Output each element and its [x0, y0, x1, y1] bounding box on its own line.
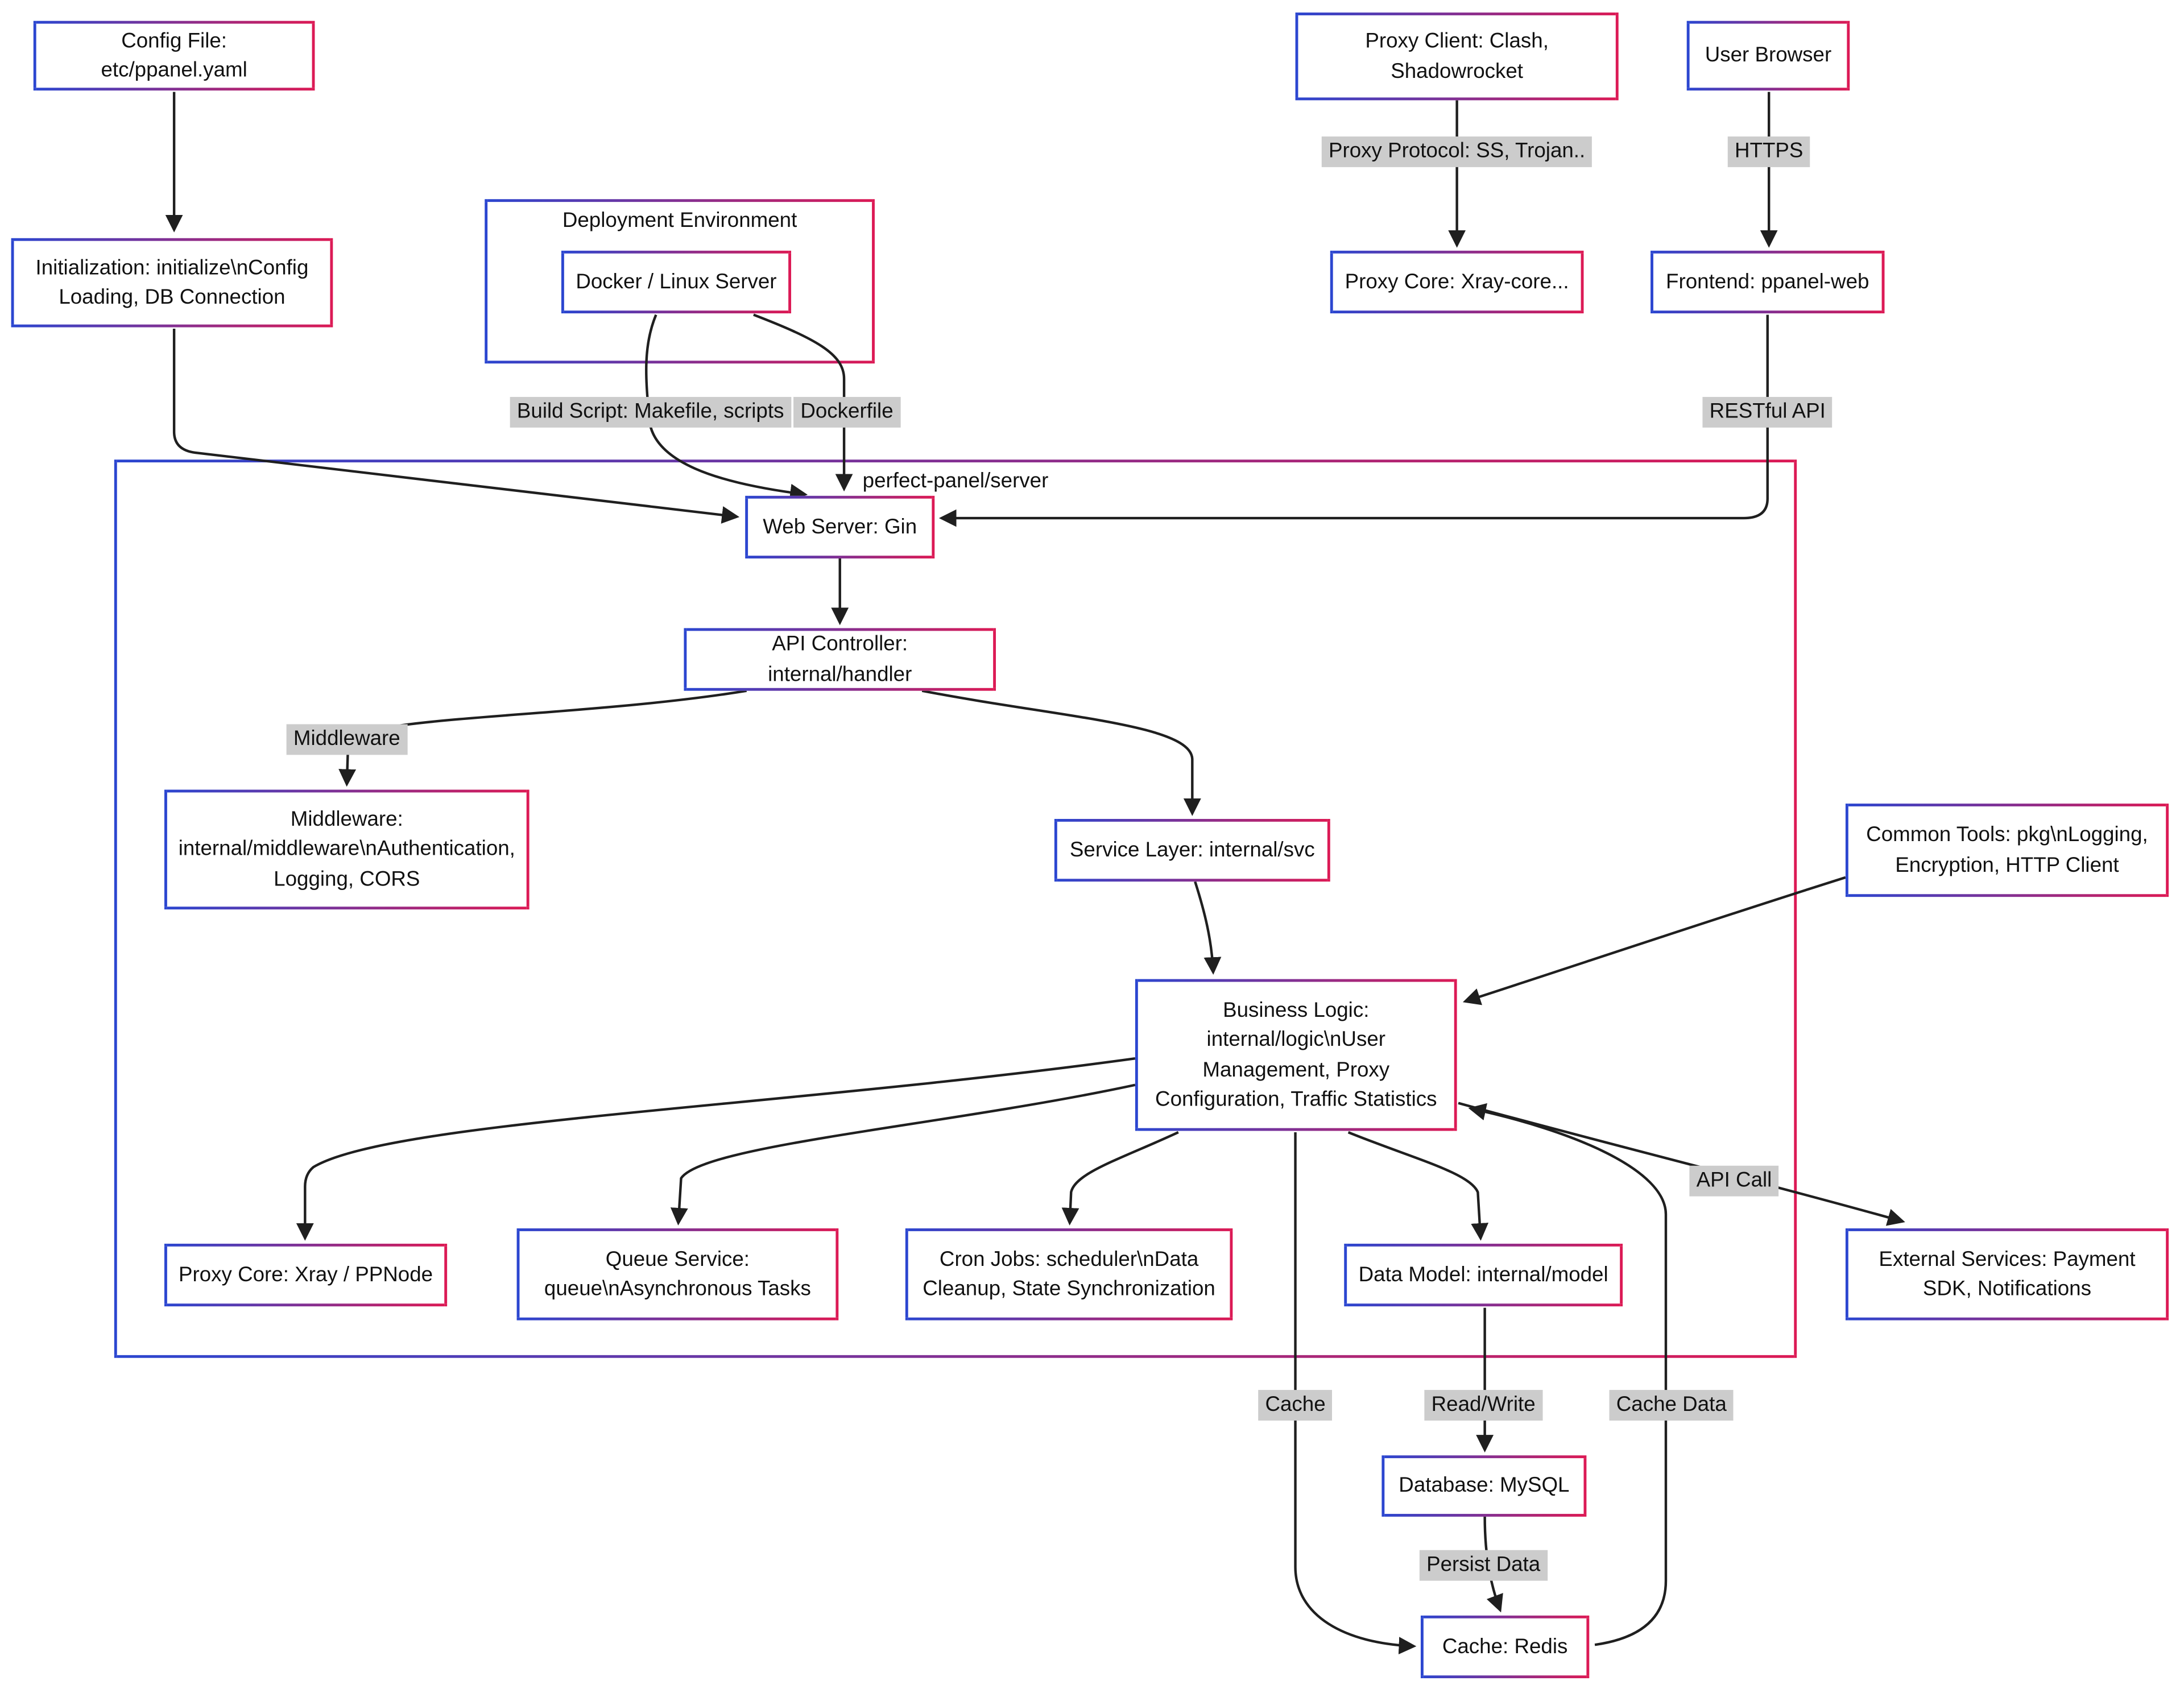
node-frontend-ppanel-web: Frontend: ppanel-web	[1651, 250, 1885, 314]
node-queue-service-label: Queue Service: queue\nAsynchronous Tasks	[544, 1247, 811, 1301]
node-user-browser-label: User Browser	[1705, 43, 1832, 68]
edge-business-logic-to-proxy-core-node	[296, 1057, 1136, 1241]
group-deployment-environment-label: Deployment Environment	[562, 209, 797, 233]
node-middleware: Middleware: internal/middleware\nAuthent…	[164, 789, 530, 910]
edge-label-https-text: HTTPS	[1734, 139, 1804, 163]
node-proxy-client: Proxy Client: Clash, Shadowrocket	[1295, 13, 1619, 101]
node-initialization-label: Initialization: initialize\nConfig Loadi…	[35, 255, 309, 309]
node-config-file: Config File: etc/ppanel.yaml	[33, 20, 315, 91]
edge-label-middleware: Middleware	[286, 724, 407, 755]
node-web-server-gin: Web Server: Gin	[745, 495, 935, 559]
edge-label-api-call: API Call	[1689, 1165, 1779, 1197]
node-service-layer: Service Layer: internal/svc	[1054, 819, 1330, 882]
edge-label-proxy-protocol: Proxy Protocol: SS, Trojan..	[1321, 136, 1592, 167]
edge-business-logic-to-cache-redis	[1294, 1132, 1417, 1655]
node-database-mysql: Database: MySQL	[1381, 1455, 1587, 1517]
node-external-services-label: External Services: Payment SDK, Notifica…	[1879, 1247, 2136, 1301]
group-perfect-panel-server-label: perfect-panel/server	[862, 469, 1049, 493]
edge-label-cache: Cache	[1258, 1390, 1333, 1421]
edge-api-controller-to-service-layer	[921, 689, 1201, 816]
node-cron-jobs-label: Cron Jobs: scheduler\nData Cleanup, Stat…	[923, 1247, 1215, 1301]
node-proxy-core-xray: Proxy Core: Xray-core...	[1330, 250, 1584, 314]
edge-common-tools-to-business-logic	[1462, 876, 1846, 1005]
edge-label-restful-api: RESTful API	[1702, 396, 1833, 428]
node-docker-linux-server-label: Docker / Linux Server	[576, 270, 777, 294]
edge-label-api-call-text: API Call	[1696, 1168, 1772, 1193]
node-database-mysql-label: Database: MySQL	[1399, 1473, 1570, 1498]
edge-label-build-script: Build Script: Makefile, scripts	[510, 396, 791, 428]
edge-label-persist-data-text: Persist Data	[1426, 1553, 1541, 1577]
node-proxy-core-ppnode: Proxy Core: Xray / PPNode	[164, 1243, 448, 1307]
edge-docker-build-script-to-web-server	[645, 314, 808, 502]
edge-cache-redis-to-business-logic	[1468, 1103, 1668, 1646]
node-user-browser: User Browser	[1686, 20, 1850, 91]
node-common-tools-label: Common Tools: pkg\nLogging, Encryption, …	[1866, 823, 2148, 877]
edge-init-to-web-server	[172, 328, 740, 524]
node-cron-jobs: Cron Jobs: scheduler\nData Cleanup, Stat…	[905, 1228, 1233, 1321]
node-frontend-ppanel-web-label: Frontend: ppanel-web	[1666, 270, 1869, 294]
edge-label-cache-data: Cache Data	[1609, 1390, 1734, 1421]
edge-label-dockerfile: Dockerfile	[793, 396, 900, 428]
edge-label-dockerfile-text: Dockerfile	[800, 399, 894, 424]
edge-docker-dockerfile-to-web-server	[753, 313, 853, 492]
node-proxy-client-label: Proxy Client: Clash, Shadowrocket	[1365, 29, 1549, 83]
edge-label-read-write-text: Read/Write	[1431, 1392, 1536, 1417]
node-cache-redis-label: Cache: Redis	[1442, 1634, 1568, 1659]
node-api-controller-label: API Controller: internal/handler	[768, 632, 912, 686]
node-external-services: External Services: Payment SDK, Notifica…	[1845, 1228, 2169, 1321]
edge-label-restful-api-text: RESTful API	[1709, 399, 1826, 424]
edge-service-layer-to-business-logic	[1194, 881, 1222, 975]
node-api-controller: API Controller: internal/handler	[684, 628, 996, 691]
edge-frontend-to-web-server	[938, 314, 1769, 527]
node-middleware-label: Middleware: internal/middleware\nAuthent…	[178, 808, 515, 891]
node-service-layer-label: Service Layer: internal/svc	[1069, 838, 1315, 862]
edge-business-logic-to-data-model	[1347, 1131, 1489, 1241]
edge-label-cache-data-text: Cache Data	[1616, 1392, 1727, 1417]
node-proxy-core-xray-label: Proxy Core: Xray-core...	[1345, 270, 1569, 294]
node-config-file-label: Config File: etc/ppanel.yaml	[101, 28, 247, 82]
edge-label-https: HTTPS	[1727, 136, 1810, 167]
node-proxy-core-ppnode-label: Proxy Core: Xray / PPNode	[178, 1262, 433, 1287]
edge-label-build-script-text: Build Script: Makefile, scripts	[516, 399, 784, 424]
edge-label-read-write: Read/Write	[1424, 1390, 1542, 1421]
node-common-tools: Common Tools: pkg\nLogging, Encryption, …	[1845, 804, 2169, 897]
edge-label-cache-text: Cache	[1265, 1392, 1326, 1417]
edge-label-proxy-protocol-text: Proxy Protocol: SS, Trojan..	[1329, 139, 1586, 163]
node-initialization: Initialization: initialize\nConfig Loadi…	[11, 238, 333, 328]
edge-business-logic-to-cron-jobs	[1061, 1131, 1179, 1226]
node-web-server-gin-label: Web Server: Gin	[763, 515, 917, 539]
edge-label-persist-data: Persist Data	[1419, 1550, 1548, 1581]
node-business-logic-label: Business Logic: internal/logic\nUser Man…	[1155, 998, 1437, 1111]
edge-label-middleware-text: Middleware	[293, 727, 400, 751]
edge-business-logic-to-queue-service	[670, 1083, 1136, 1226]
node-business-logic: Business Logic: internal/logic\nUser Man…	[1135, 979, 1457, 1131]
node-data-model: Data Model: internal/model	[1344, 1243, 1623, 1307]
node-docker-linux-server: Docker / Linux Server	[561, 250, 792, 314]
node-queue-service: Queue Service: queue\nAsynchronous Tasks	[516, 1228, 839, 1321]
group-deployment-environment: Deployment Environment	[485, 199, 875, 364]
node-data-model-label: Data Model: internal/model	[1358, 1262, 1608, 1287]
node-cache-redis: Cache: Redis	[1420, 1615, 1590, 1679]
edge-business-logic-to-external-services	[1458, 1102, 1905, 1226]
